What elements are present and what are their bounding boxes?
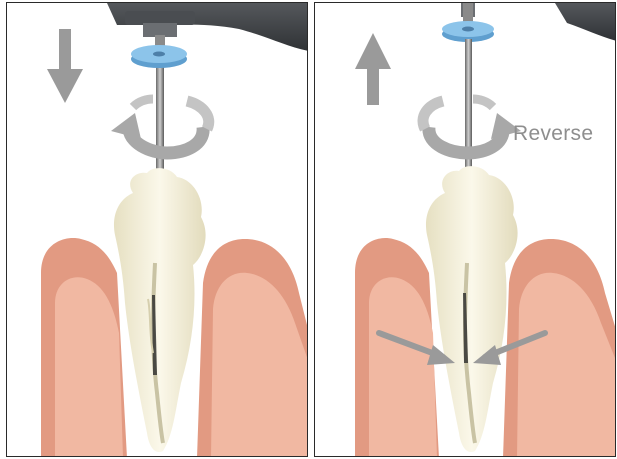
handpiece xyxy=(107,3,308,51)
panel-withdrawal-illustration xyxy=(315,3,616,457)
panel-withdrawal: Reverse xyxy=(314,2,616,457)
down-arrow-icon xyxy=(47,29,83,103)
reverse-label: Reverse xyxy=(513,122,593,146)
panel-insertion-illustration xyxy=(7,3,308,457)
up-arrow-icon xyxy=(355,33,391,105)
tooth xyxy=(426,166,518,452)
tooth xyxy=(114,168,206,452)
panel-insertion xyxy=(6,2,308,457)
rotation-arrow-icon xyxy=(423,99,521,153)
